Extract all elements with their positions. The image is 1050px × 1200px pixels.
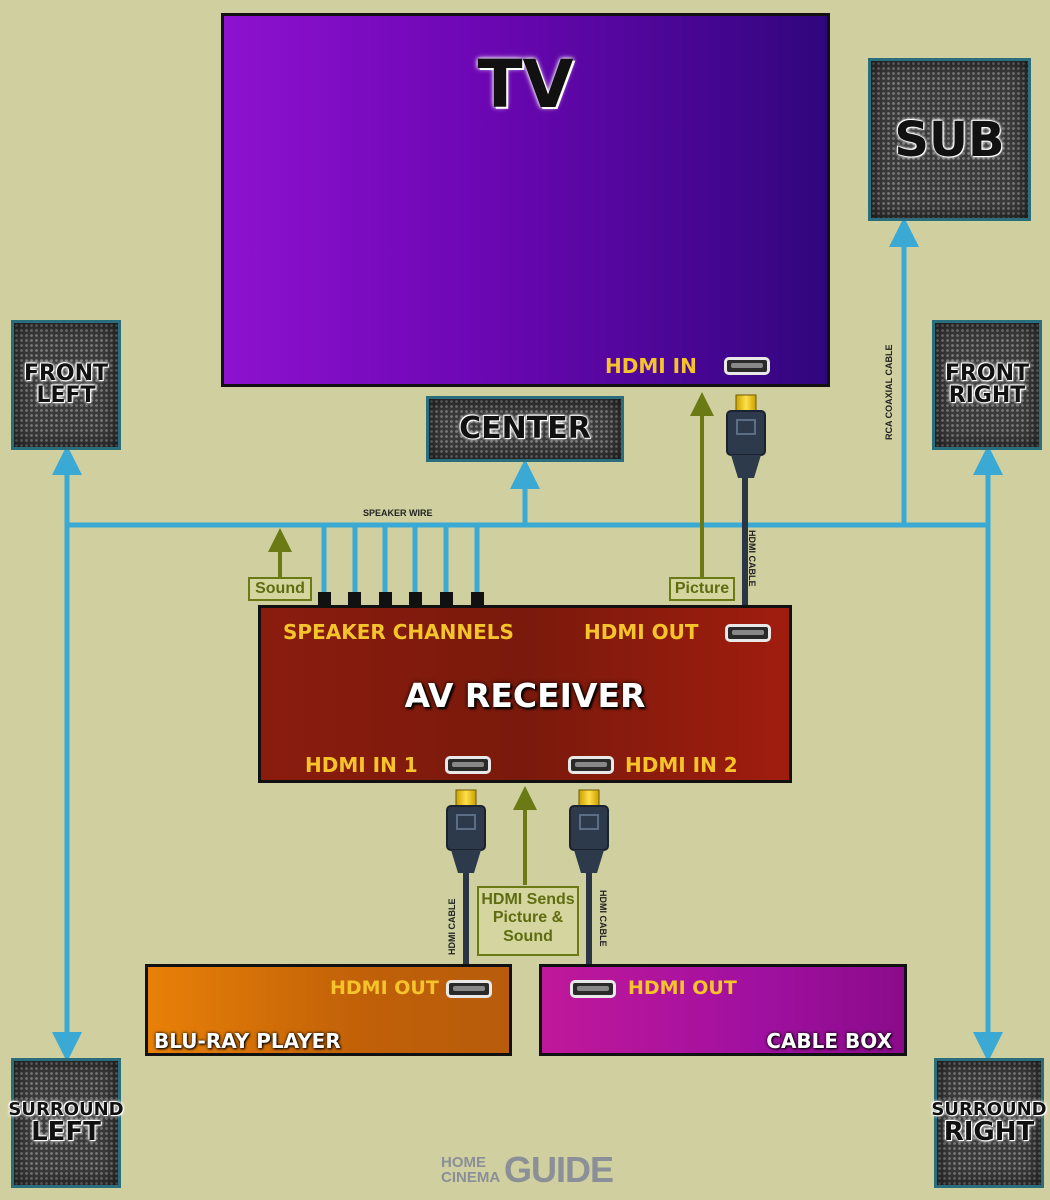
surround-left-label-1: SURROUND [8, 1099, 124, 1120]
tv-hdmi-in-label: HDMI IN [605, 354, 697, 378]
front-left-speaker: FRONT LEFT [11, 320, 121, 450]
picture-note: Picture [669, 577, 735, 601]
bluray-hdmi-port-icon [446, 980, 492, 998]
front-left-label-2: LEFT [36, 383, 96, 408]
front-right-label-1: FRONT [944, 361, 1030, 386]
center-label: CENTER [459, 411, 591, 446]
cable-box: HDMI OUT CABLE BOX [539, 964, 907, 1056]
surround-left-label-2: LEFT [31, 1117, 101, 1147]
front-right-label-2: RIGHT [948, 383, 1026, 408]
sub-label: SUB [894, 111, 1005, 168]
receiver-hdmi-out-label: HDMI OUT [584, 620, 699, 644]
cablebox-hdmi-out-label: HDMI OUT [628, 977, 737, 999]
front-left-label-1: FRONT [23, 361, 109, 386]
front-right-speaker: FRONT RIGHT [932, 320, 1042, 450]
hdmi-sends-line-1: HDMI Sends [481, 891, 575, 908]
hdmi-cable-label-cablebox: HDMI CABLE [598, 890, 608, 947]
bluray-hdmi-out-label: HDMI OUT [330, 977, 439, 999]
speaker-terminals [318, 592, 484, 605]
receiver-hdmi-in-1-port-icon [445, 756, 491, 774]
sound-note: Sound [248, 577, 312, 601]
cablebox-name: CABLE BOX [766, 1029, 892, 1053]
hdmi-cable-label-tv: HDMI CABLE [747, 530, 757, 587]
home-cinema-guide-logo: HOME CINEMA GUIDE [438, 1150, 618, 1190]
bluray-player: HDMI OUT BLU-RAY PLAYER [145, 964, 512, 1056]
hdmi-sends-line-2: Picture & [492, 909, 564, 927]
cablebox-hdmi-port-icon [570, 980, 616, 998]
receiver-title: AV RECEIVER [404, 676, 646, 715]
rca-coaxial-label: RCA COAXIAL CABLE [884, 344, 894, 440]
sub-speaker: SUB [868, 58, 1031, 221]
speaker-channels-label: SPEAKER CHANNELS [283, 620, 514, 644]
receiver-hdmi-out-port-icon [725, 624, 771, 642]
receiver-hdmi-in-2-label: HDMI IN 2 [625, 753, 738, 777]
logo-home: HOME [441, 1154, 486, 1171]
center-speaker: CENTER [426, 396, 624, 462]
hdmi-sends-line-3: Sound [503, 927, 553, 945]
logo-guide: GUIDE [504, 1149, 614, 1190]
hdmi-cable-tv [726, 394, 766, 606]
av-receiver: SPEAKER CHANNELS HDMI OUT AV RECEIVER HD… [258, 605, 792, 783]
bluray-name: BLU-RAY PLAYER [154, 1029, 341, 1053]
surround-left-speaker: SURROUND LEFT [8, 1058, 124, 1188]
surround-right-label-2: RIGHT [943, 1117, 1035, 1147]
speaker-wire-label: SPEAKER WIRE [363, 508, 433, 518]
logo-cinema: CINEMA [441, 1169, 501, 1186]
receiver-hdmi-in-2-port-icon [568, 756, 614, 774]
tv: TV HDMI IN [221, 13, 830, 387]
receiver-hdmi-in-1-label: HDMI IN 1 [305, 753, 418, 777]
hdmi-cable-label-bluray: HDMI CABLE [447, 898, 457, 956]
surround-right-speaker: SURROUND RIGHT [931, 1058, 1047, 1188]
tv-hdmi-port-icon [724, 357, 770, 375]
tv-title: TV [477, 46, 574, 123]
surround-right-label-1: SURROUND [931, 1099, 1047, 1120]
hdmi-sends-note: HDMI Sends Picture & Sound [477, 886, 579, 956]
